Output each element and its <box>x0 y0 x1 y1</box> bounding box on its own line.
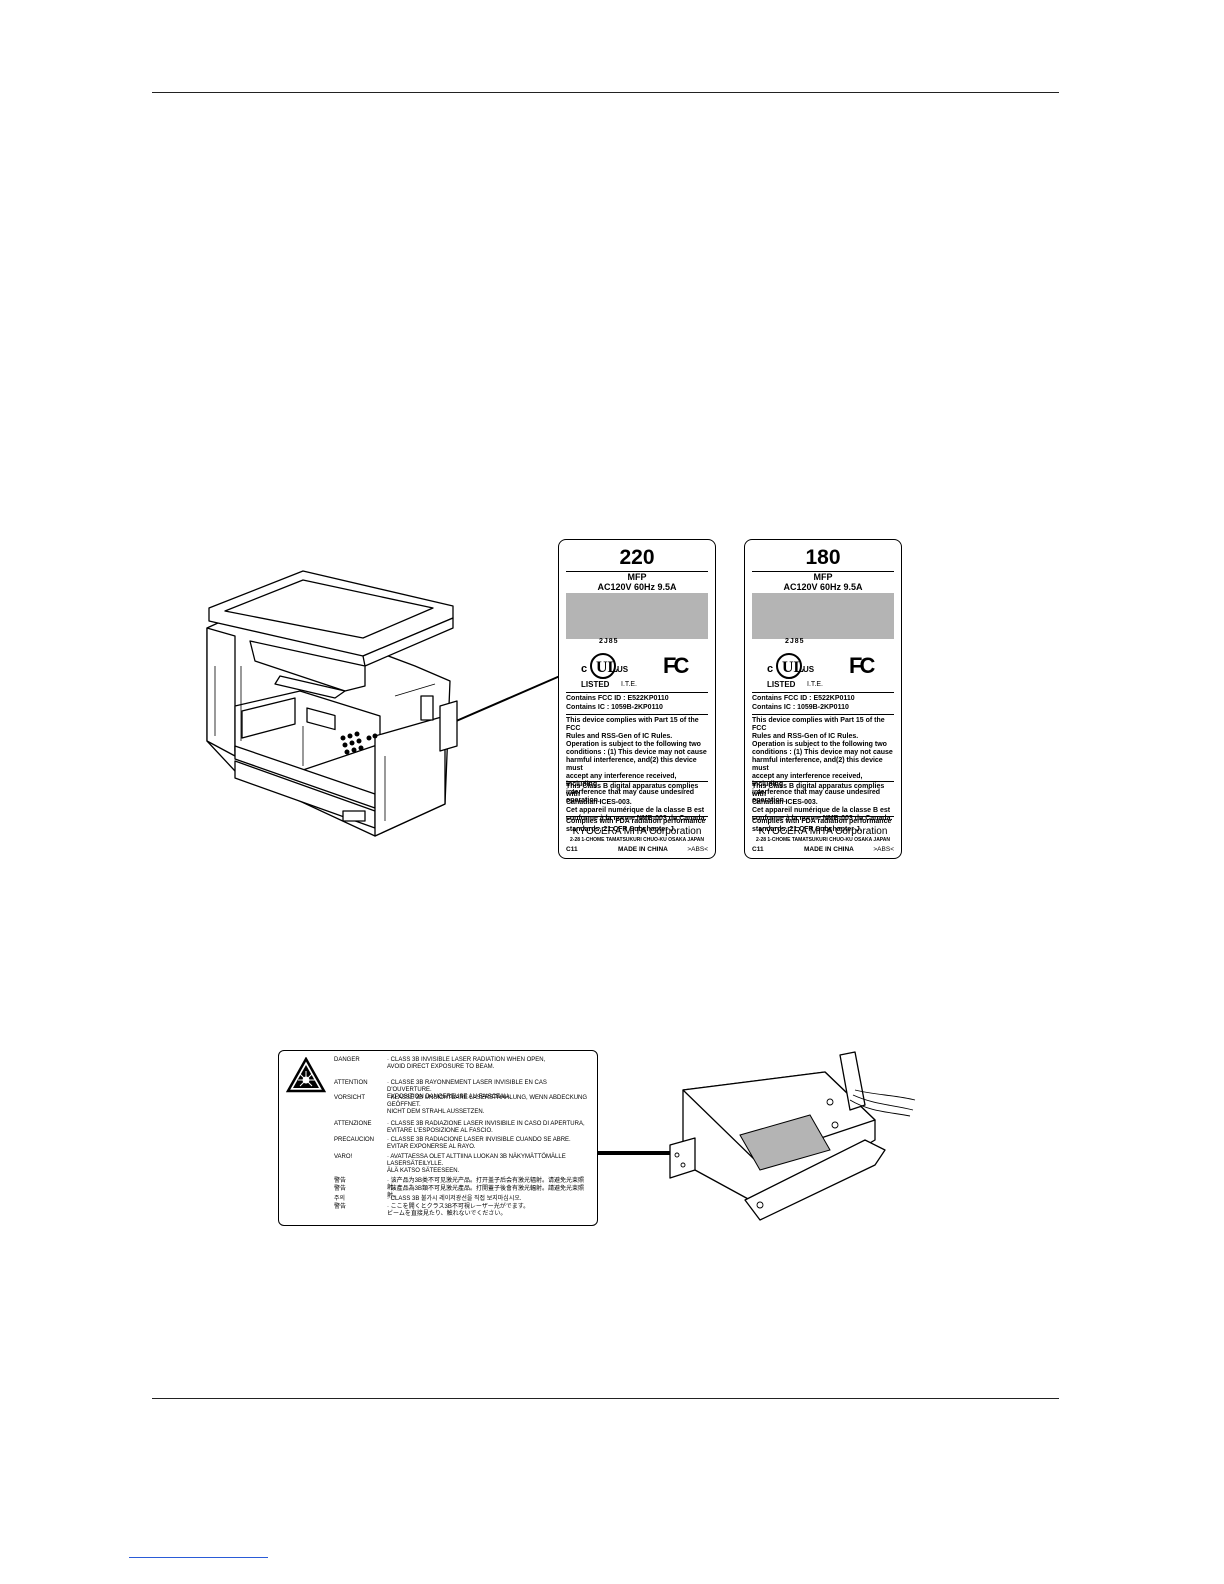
warning-text: · CLASS 3B INVISIBLE LASER RADIATION WHE… <box>387 1057 546 1070</box>
ic-number: Contains IC : 1059B-2KP0110 <box>752 704 849 711</box>
warning-language-key: VARO! <box>334 1154 353 1160</box>
warning-text: · CLASSE 3B RADIACIONE LASER INVISIBLE C… <box>387 1137 571 1150</box>
ul-code: 2J85 <box>785 638 805 645</box>
warning-language-key: 警告 <box>334 1186 347 1192</box>
warning-language-key: 주의 <box>334 1196 346 1202</box>
warning-text: · CLASSE 3B RAYONNEMENT LASER INVISIBLE … <box>387 1080 547 1100</box>
warning-language-key: VORSICHT <box>334 1095 366 1101</box>
rating-label-220: 220 MFP AC120V 60Hz 9.5A 2J85 UL c US LI… <box>558 539 716 859</box>
made-in: MADE IN CHINA <box>804 846 854 853</box>
ite-text: I.T.E. <box>807 681 823 688</box>
svg-text:c: c <box>767 663 773 675</box>
mfp-illustration <box>206 570 458 837</box>
svg-text:UL: UL <box>782 659 804 676</box>
footer-link-underline[interactable] <box>129 1557 268 1558</box>
fcc-id: Contains FCC ID : E522KP0110 <box>752 695 855 702</box>
manufacturer-name: KYOCERA MITA Corporation <box>758 826 888 837</box>
model-number: 180 <box>805 546 841 569</box>
fcc-compliance-text: This device complies with Part 15 of the… <box>566 717 707 804</box>
warning-language-key: 警告 <box>334 1178 347 1184</box>
warning-text: · AVATTAESSA OLET ALTTIINA LUOKAN 3B NÄK… <box>387 1154 566 1174</box>
laser-hazard-icon <box>286 1057 326 1093</box>
svg-text:US: US <box>803 665 815 674</box>
serial-area <box>752 593 894 639</box>
warning-text: · 该产品为3B类不可见激光产品。打开盖子后会有激光辐射。请避免光束照射。 <box>387 1178 585 1191</box>
listed-text: LISTED <box>581 680 610 689</box>
ite-text: I.T.E. <box>621 681 637 688</box>
material-code: >ABS< <box>873 846 894 853</box>
warning-text: · CLASSE 3B RADIAZIONE LASER INVISIBILE … <box>387 1121 585 1134</box>
material-code: >ABS< <box>687 846 708 853</box>
warning-text: · KLASSE 3B UNSICHTBARE LASERSTRAHLUNG, … <box>387 1095 588 1115</box>
warning-language-key: DANGER <box>334 1057 360 1063</box>
warning-text: · ここを開くとクラス3B不可視レーザー光がでます。 ビームを直接見たり、触れな… <box>387 1204 530 1217</box>
ul-listed-mark: UL c US <box>581 653 629 679</box>
c11-code: C11 <box>566 846 578 853</box>
warning-text: · 該產品為3B類不可見激光產品。打開蓋子後會有激光輻射。請避免光束照射。 <box>387 1186 585 1199</box>
listed-text: LISTED <box>767 680 796 689</box>
warning-language-key: PRECAUCION <box>334 1137 375 1143</box>
fda-compliance-text: Complies with FDA radiation performance … <box>566 818 706 833</box>
ul-listed-mark: UL c US <box>767 653 815 679</box>
warning-language-key: ATTENTION <box>334 1080 368 1086</box>
manufacturer-address: 2-28 1-CHOME TAMATSUKURI CHUO-KU OSAKA J… <box>570 837 704 843</box>
fcc-logo-icon: FC <box>849 653 875 678</box>
warning-text: · CLASS 3B 불가시 레이저광선을 직접 보지마십시오. <box>387 1196 522 1202</box>
footer-rule <box>152 1398 1059 1399</box>
rating-label-180: 180 MFP AC120V 60Hz 9.5A 2J85 UL c US LI… <box>744 539 902 859</box>
ices-compliance-text: This Class B digital apparatus complies … <box>566 783 707 822</box>
warning-language-key: 警告 <box>334 1204 347 1210</box>
made-in: MADE IN CHINA <box>618 846 668 853</box>
ul-code: 2J85 <box>599 638 619 645</box>
ices-compliance-text: This Class B digital apparatus complies … <box>752 783 893 822</box>
serial-area <box>566 593 708 639</box>
svg-text:c: c <box>581 663 587 675</box>
model-number: 220 <box>619 546 655 569</box>
svg-text:US: US <box>617 665 629 674</box>
warning-language-key: ATTENZIONE <box>334 1121 372 1127</box>
laser-warning-label: DANGER · CLASS 3B INVISIBLE LASER RADIATI… <box>278 1050 598 1226</box>
ic-number: Contains IC : 1059B-2KP0110 <box>566 704 663 711</box>
manufacturer-address: 2-28 1-CHOME TAMATSUKURI CHUO-KU OSAKA J… <box>756 837 890 843</box>
power-rating: AC120V 60Hz 9.5A <box>597 582 677 592</box>
header-rule <box>152 92 1059 93</box>
laser-scanner-unit-illustration <box>669 1051 916 1221</box>
power-rating: AC120V 60Hz 9.5A <box>783 582 863 592</box>
fcc-logo-icon: FC <box>663 653 689 678</box>
fcc-id: Contains FCC ID : E522KP0110 <box>566 695 669 702</box>
fda-compliance-text: Complies with FDA radiation performance … <box>752 818 892 833</box>
manufacturer-name: KYOCERA MITA Corporation <box>572 826 702 837</box>
device-type: MFP <box>627 572 647 582</box>
svg-text:UL: UL <box>596 659 618 676</box>
device-type: MFP <box>813 572 833 582</box>
fcc-compliance-text: This device complies with Part 15 of the… <box>752 717 893 804</box>
c11-code: C11 <box>752 846 764 853</box>
